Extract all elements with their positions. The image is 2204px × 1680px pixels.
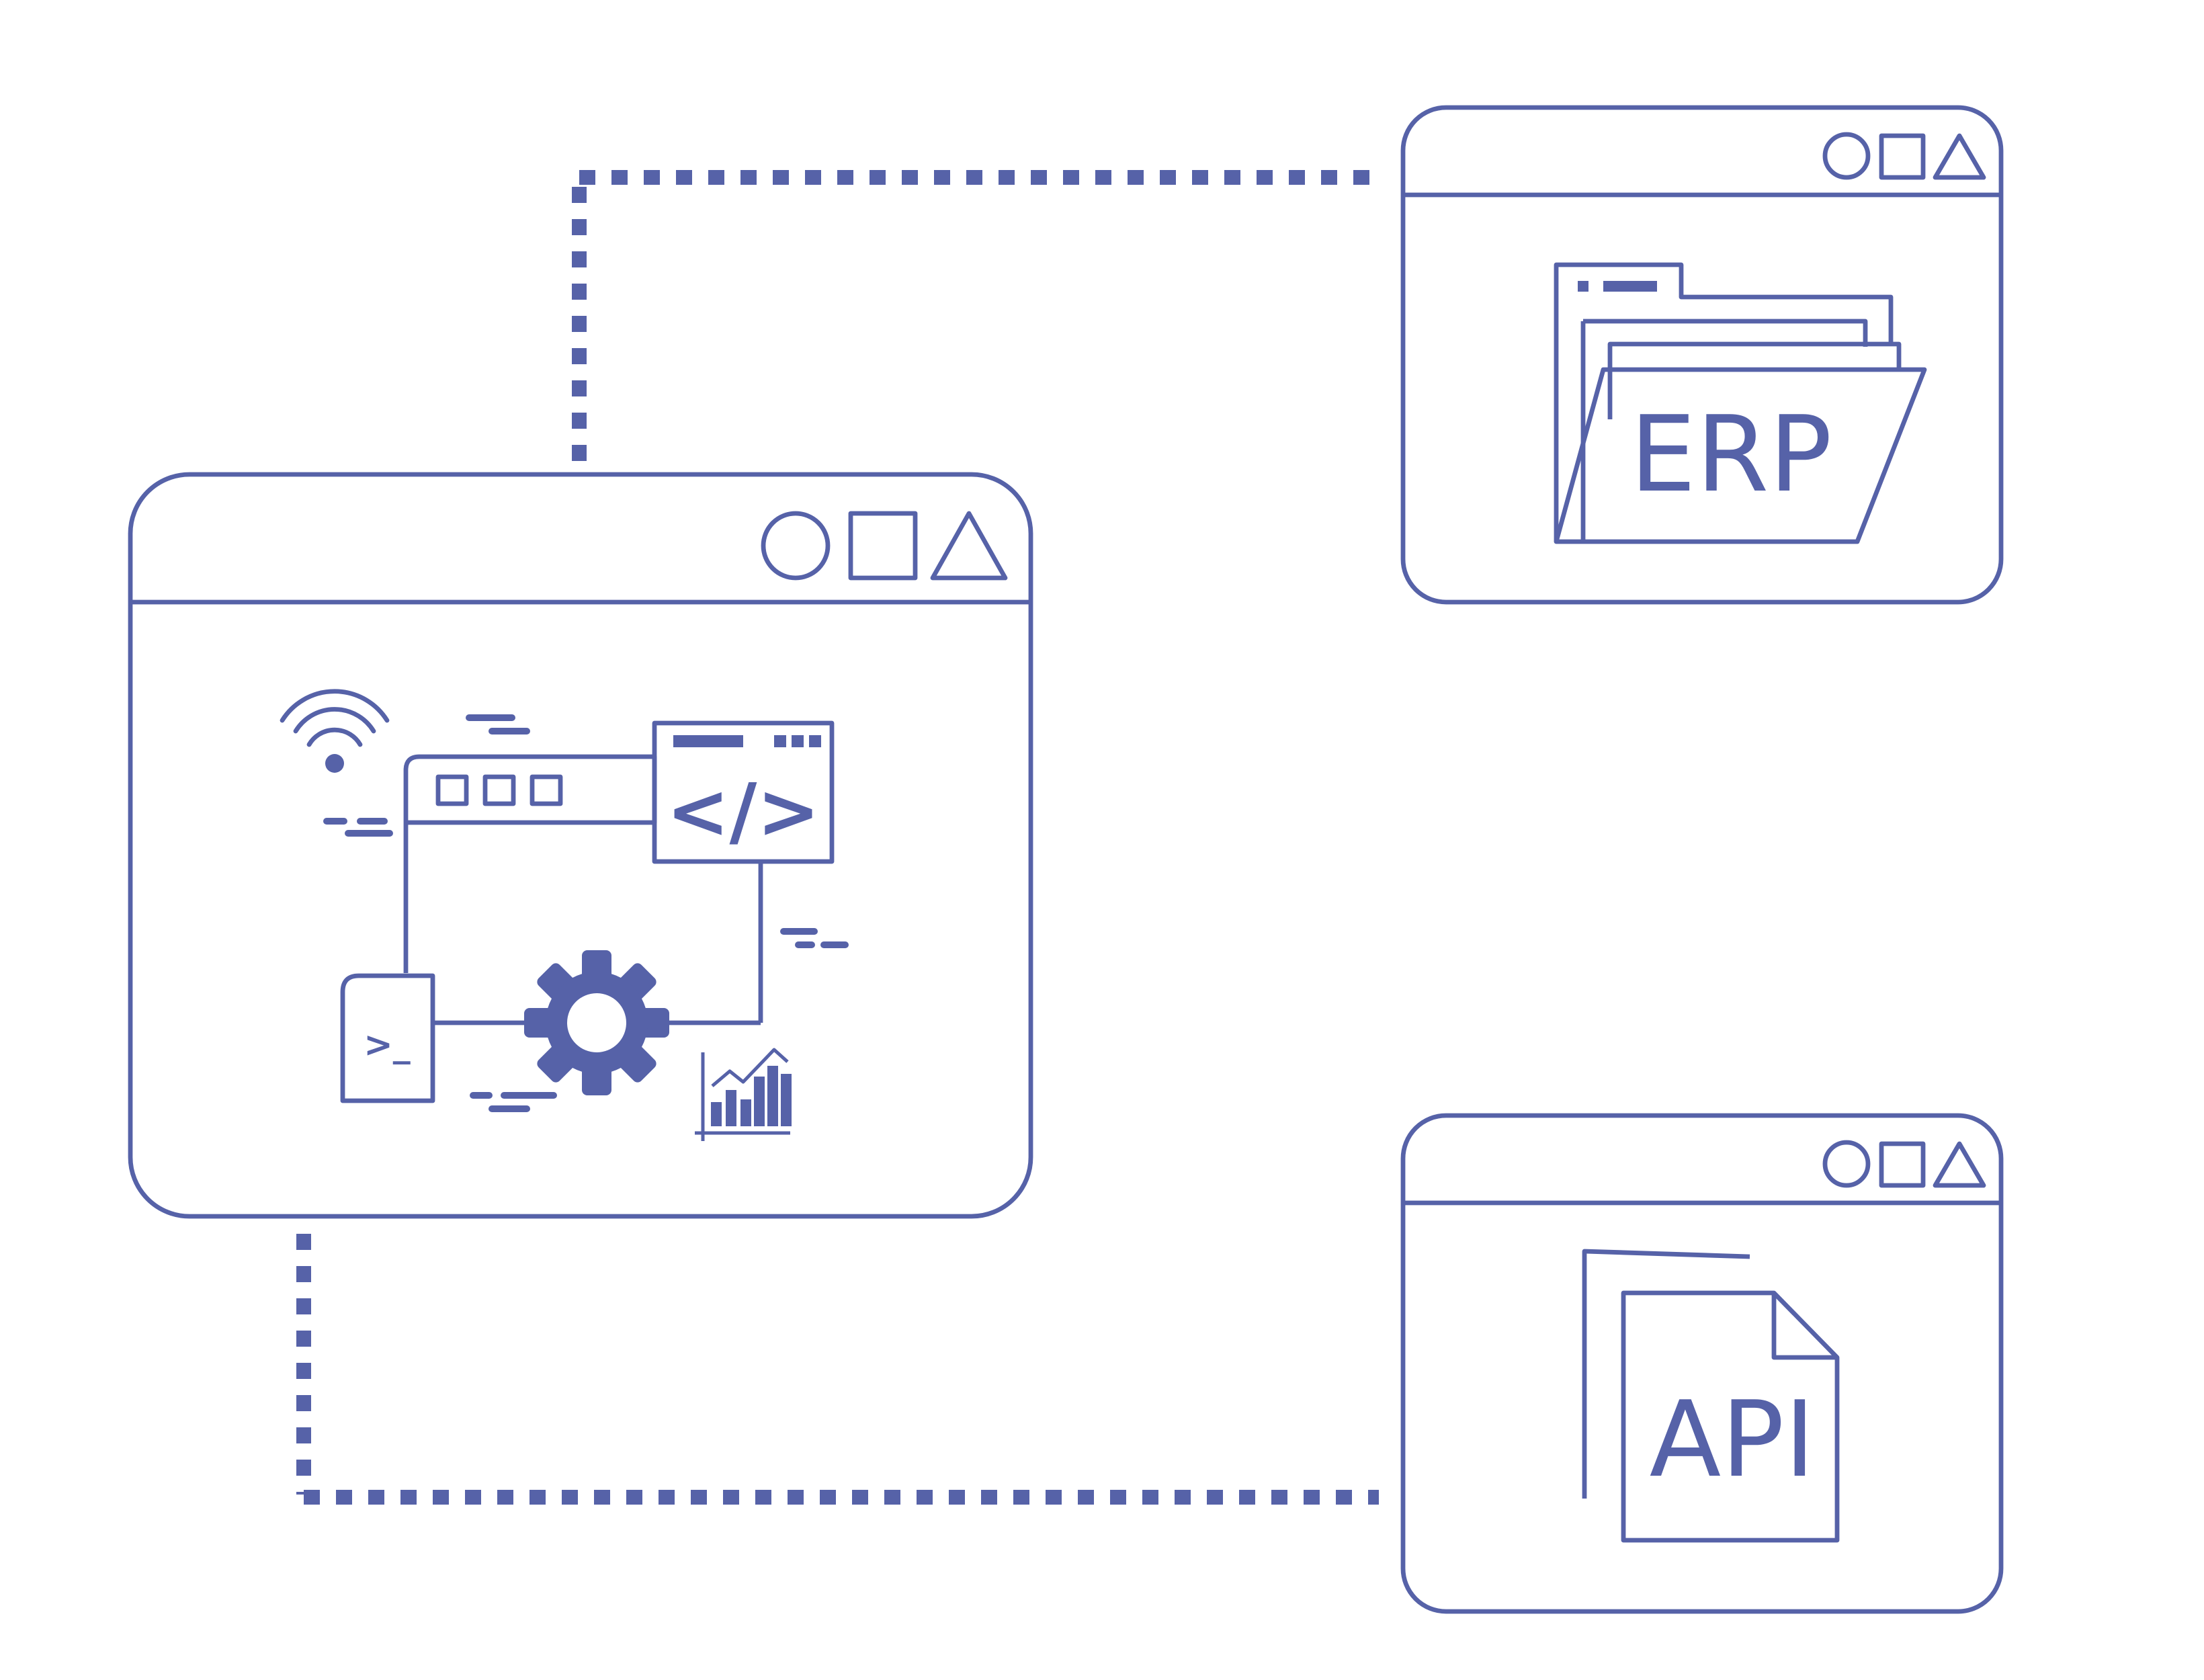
api-window-frame xyxy=(1400,1113,2004,1614)
browser-box-icon xyxy=(529,774,563,806)
triangle-icon[interactable] xyxy=(1933,1141,1986,1188)
dash-decoration xyxy=(323,714,849,1112)
flow-lines xyxy=(431,862,763,1025)
api-label: API xyxy=(1650,1378,1816,1501)
gear-icon xyxy=(524,950,669,1095)
wifi-icon xyxy=(280,689,390,773)
code-window: </> xyxy=(652,720,835,864)
erp-window-frame xyxy=(1400,105,2004,605)
circle-icon[interactable] xyxy=(1822,132,1871,180)
browser-box-icon xyxy=(435,774,469,806)
document-icon: API xyxy=(1582,1249,1840,1543)
terminal-window: >_ xyxy=(340,973,435,1103)
erp-window: ERP xyxy=(1400,105,2004,605)
main-window-frame xyxy=(128,472,1033,1219)
main-window: </> >_ xyxy=(128,472,1033,1219)
erp-label: ERP xyxy=(1629,393,1832,515)
browser-box-icon xyxy=(482,774,516,806)
terminal-prompt: >_ xyxy=(364,1025,411,1065)
browser-bar xyxy=(403,754,657,973)
bar-chart-icon xyxy=(695,1048,792,1141)
triangle-icon[interactable] xyxy=(930,511,1008,581)
triangle-icon[interactable] xyxy=(1933,133,1986,180)
square-icon[interactable] xyxy=(848,511,918,581)
circle-icon[interactable] xyxy=(1822,1140,1871,1188)
square-icon[interactable] xyxy=(1879,1141,1926,1188)
circle-icon[interactable] xyxy=(761,511,831,581)
connector-main-to-api xyxy=(296,1234,1379,1505)
folder-icon: ERP xyxy=(1554,262,1927,544)
square-icon[interactable] xyxy=(1879,133,1926,180)
code-symbol: </> xyxy=(667,768,820,855)
connector-main-to-erp xyxy=(572,170,1384,461)
api-window: API xyxy=(1400,1113,2004,1614)
